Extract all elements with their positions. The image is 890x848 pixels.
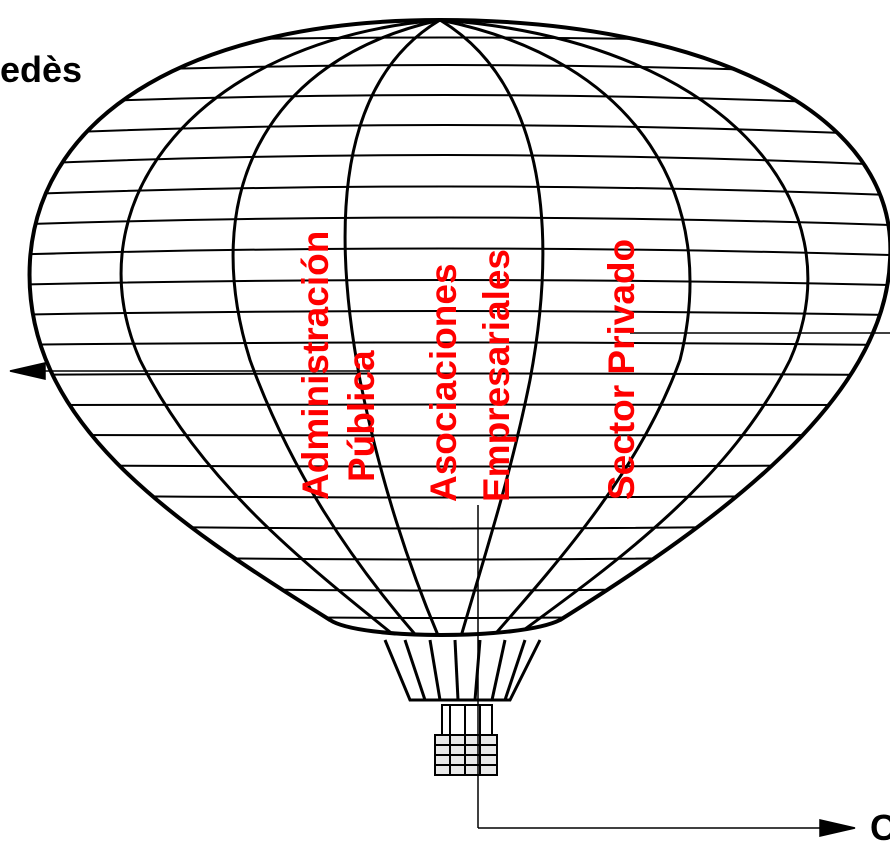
balloon-basket <box>435 705 497 775</box>
balloon-skirt <box>385 640 540 700</box>
bottom-right-label: C <box>870 810 890 846</box>
arrow-right-bottom <box>478 505 855 836</box>
balloon-vertical-gores <box>121 20 808 640</box>
segment-label-empresariales: Empresariales <box>478 249 515 502</box>
segment-label-asociaciones: Asociaciones <box>425 263 462 502</box>
segment-label-publica: Pública <box>343 350 380 482</box>
top-left-label: edès <box>0 52 82 88</box>
segment-label-sector-privado: Sector Privado <box>603 239 640 500</box>
segment-label-administracion: Administración <box>297 231 334 500</box>
